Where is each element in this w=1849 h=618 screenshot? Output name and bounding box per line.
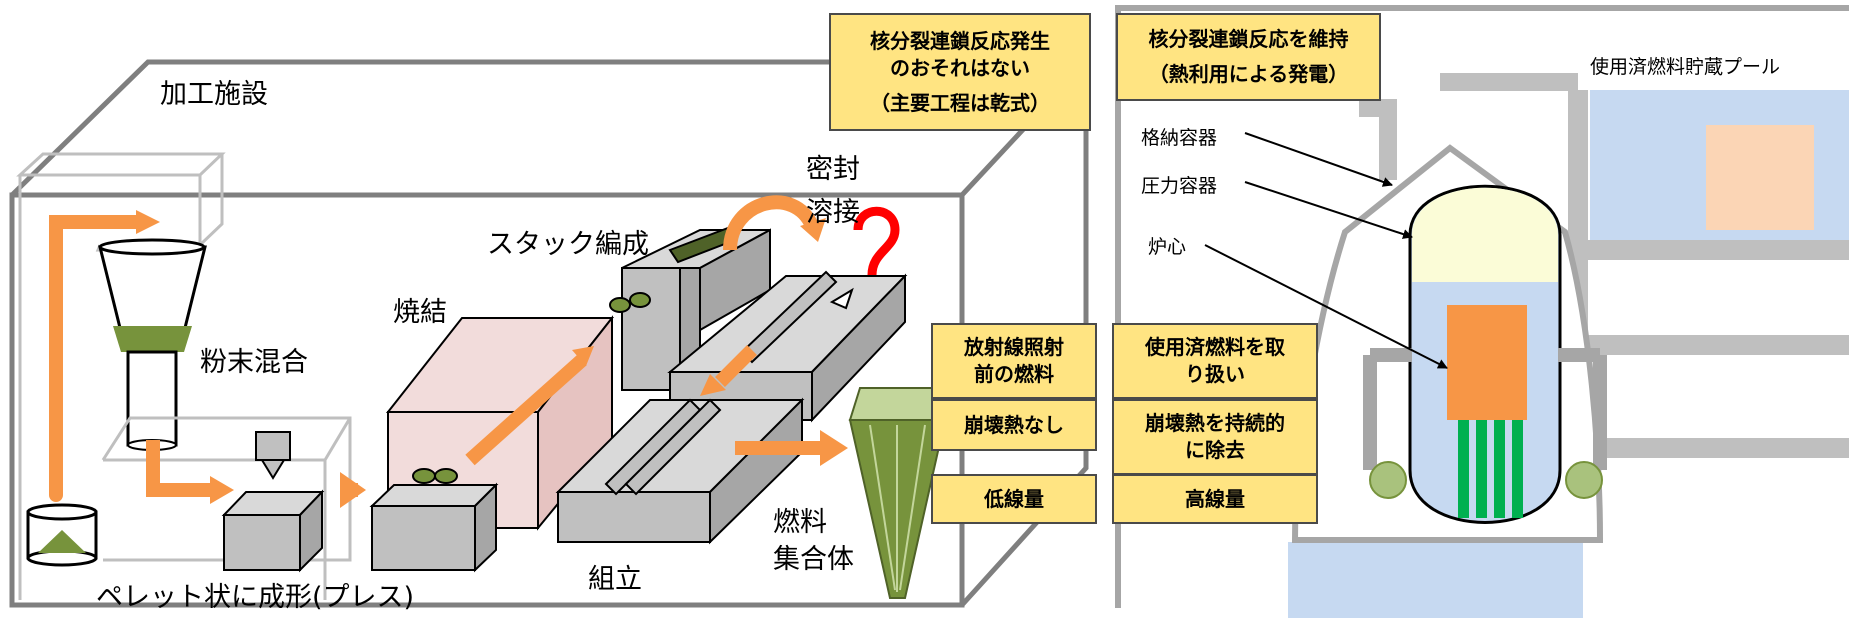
- low-dose-box: 低線量: [931, 474, 1097, 524]
- assembly-label: 組立: [588, 564, 642, 595]
- decay-heat-removal-line-1: 崩壊熱を持続的: [1145, 411, 1285, 435]
- powder-mixing-apparatus: [16, 152, 226, 600]
- containment-vessel-label: 格納容器: [1141, 127, 1218, 149]
- no-decay-heat-text: 崩壊熱なし: [964, 412, 1064, 437]
- decay-heat-removal-line-2: に除去: [1185, 438, 1245, 462]
- process-arrowheads: [136, 210, 848, 508]
- fuel-assembly-icon: [848, 387, 947, 599]
- fuel-assembly-label-1: 燃料: [773, 507, 827, 538]
- powder-mixing-label: 粉末混合: [200, 347, 308, 378]
- high-dose-text: 高線量: [1185, 486, 1245, 511]
- spent-fuel-line-2: り扱い: [1185, 362, 1245, 386]
- fuel-assembly-label-2: 集合体: [773, 544, 854, 575]
- reactor-core-label: 炉心: [1148, 236, 1187, 258]
- assembly-table: [555, 397, 805, 545]
- processing-header-line-2: のおそれはない: [890, 55, 1030, 80]
- pre-irradiation-box: 放射線照射 前の燃料: [931, 323, 1097, 399]
- pre-irradiation-line-2: 前の燃料: [974, 362, 1054, 386]
- facility-label: 加工施設: [160, 79, 268, 110]
- processing-header-box: 核分裂連鎖反応発生 のおそれはない （主要工程は乾式）: [829, 13, 1091, 131]
- press-apparatus: [101, 416, 352, 600]
- high-dose-box: 高線量: [1112, 474, 1318, 524]
- sintering-label: 焼結: [393, 297, 447, 328]
- low-dose-text: 低線量: [984, 486, 1044, 511]
- spent-fuel-box: 使用済燃料を取 り扱い: [1112, 323, 1318, 399]
- processing-header-line-1: 核分裂連鎖反応発生: [870, 28, 1050, 53]
- pre-irradiation-line-1: 放射線照射: [964, 335, 1064, 359]
- stack-label: スタック編成: [487, 229, 649, 260]
- spent-fuel-line-1: 使用済燃料を取: [1145, 335, 1285, 359]
- decay-heat-removal-box: 崩壊熱を持続的 に除去: [1112, 399, 1318, 475]
- spent-fuel-pool-label: 使用済燃料貯蔵プール: [1590, 56, 1781, 78]
- seal-weld-label-1: 密封: [806, 154, 860, 185]
- reactor-leader-lines: [1204, 132, 1448, 369]
- pressure-vessel-label: 圧力容器: [1141, 175, 1218, 197]
- process-arrows: [49, 195, 820, 502]
- seal-weld-table: [667, 206, 908, 423]
- reactor-header-box: 核分裂連鎖反応を維持 （熱利用による発電）: [1116, 13, 1381, 101]
- reactor-header-line-2: （熱利用による発電）: [1148, 62, 1349, 86]
- seal-weld-label-2: 溶接: [806, 197, 860, 228]
- reactor-building: [1115, 5, 1849, 618]
- pellet-press-label: ペレット状に成形(プレス): [96, 582, 415, 613]
- processing-header-line-3: （主要工程は乾式）: [870, 90, 1050, 115]
- no-decay-heat-box: 崩壊熱なし: [931, 399, 1097, 451]
- reactor-header-line-1: 核分裂連鎖反応を維持: [1148, 27, 1349, 51]
